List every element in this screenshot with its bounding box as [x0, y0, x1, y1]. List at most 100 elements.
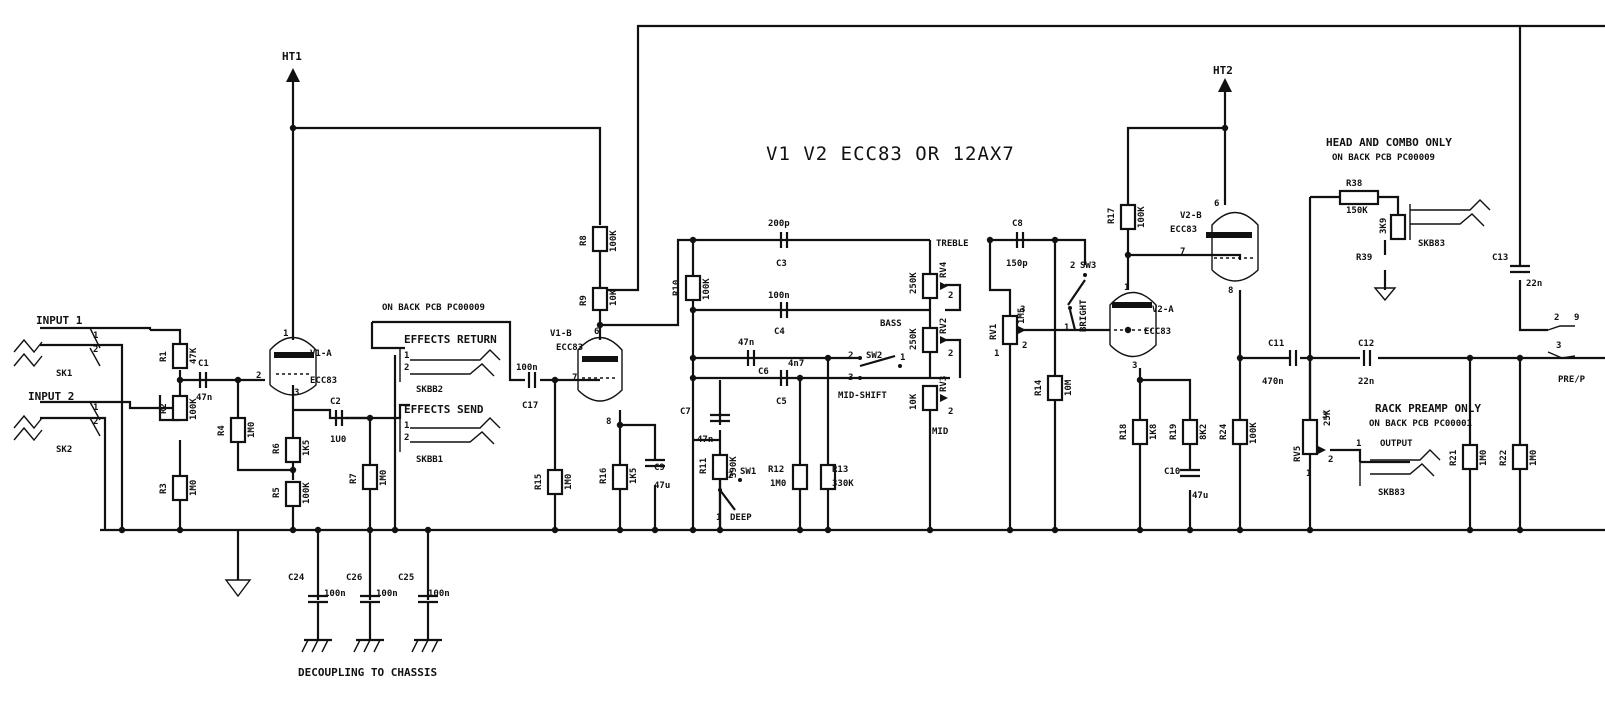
svg-text:470n: 470n — [1262, 377, 1284, 387]
resistor-r5 — [284, 480, 302, 508]
svg-text:C8: C8 — [1012, 219, 1023, 229]
svg-text:R12: R12 — [768, 465, 784, 475]
resistor-r19 — [1181, 418, 1199, 446]
svg-text:10K: 10K — [909, 393, 919, 410]
svg-text:2: 2 — [848, 351, 853, 361]
resistors: R1 47K R2 100K R3 1M0 R4 1M0 R5 100K R6 … — [159, 179, 1539, 508]
svg-text:47K: 47K — [189, 347, 199, 364]
svg-text:C26: C26 — [346, 573, 362, 583]
svg-text:R21: R21 — [1449, 450, 1459, 466]
svg-text:100K: 100K — [189, 398, 199, 420]
svg-text:1: 1 — [900, 353, 905, 363]
svg-text:1M0: 1M0 — [1479, 450, 1489, 466]
resistor-r22 — [1511, 443, 1529, 471]
svg-text:RV2: RV2 — [939, 318, 949, 334]
ground-symbol — [224, 530, 252, 598]
svg-text:22n: 22n — [1358, 377, 1374, 387]
svg-text:SW1: SW1 — [740, 467, 756, 477]
svg-text:22n: 22n — [1526, 279, 1542, 289]
output-label: OUTPUT — [1380, 439, 1413, 449]
pot-rv2-bass: BASS 250K RV2 2 — [880, 318, 953, 359]
svg-text:1: 1 — [1306, 469, 1311, 479]
svg-text:8K2: 8K2 — [1199, 424, 1209, 440]
svg-text:1M0: 1M0 — [770, 479, 786, 489]
svg-text:100n: 100n — [768, 291, 790, 301]
svg-text:R8: R8 — [579, 235, 589, 246]
svg-text:1: 1 — [404, 421, 409, 431]
svg-text:2: 2 — [1328, 455, 1333, 465]
svg-text:2: 2 — [728, 471, 733, 481]
svg-text:MID: MID — [932, 427, 949, 437]
svg-text:2: 2 — [1554, 313, 1559, 323]
svg-text:RV1: RV1 — [989, 324, 999, 340]
svg-text:R15: R15 — [534, 474, 544, 490]
svg-text:2: 2 — [93, 345, 98, 355]
resistor-r16 — [611, 463, 629, 491]
effects-return-label: EFFECTS RETURN — [404, 333, 497, 346]
svg-text:R18: R18 — [1119, 424, 1129, 440]
resistor-r24 — [1231, 418, 1249, 446]
pre-label: PRE/P — [1558, 375, 1586, 385]
note-head-combo: HEAD AND COMBO ONLY — [1326, 136, 1452, 149]
svg-text:7: 7 — [572, 373, 577, 383]
svg-text:3K9: 3K9 — [1379, 218, 1389, 234]
input-jack-1: INPUT 1 12 SK1 — [13, 314, 101, 379]
svg-text:100n: 100n — [376, 589, 398, 599]
svg-text:R5: R5 — [272, 487, 282, 498]
tube-v2a: V2-A ECC83 1 3 — [1109, 283, 1174, 371]
svg-text:C24: C24 — [288, 573, 305, 583]
svg-text:2: 2 — [256, 371, 261, 381]
pot-rv1: RV1 1M5 3 1 2 — [989, 305, 1027, 359]
svg-text:BASS: BASS — [880, 319, 902, 329]
effects-return-jack: EFFECTS RETURN 12 SKBB2 — [399, 333, 501, 395]
tube-v1a: 1 2 3 V1-A ECC83 — [256, 329, 337, 398]
svg-text:3: 3 — [1556, 341, 1561, 351]
svg-text:R17: R17 — [1107, 208, 1117, 224]
schematic-title: V1 V2 ECC83 OR 12AX7 — [766, 143, 1015, 165]
switch-sw1-deep: SW1 2 DEEP 1 — [716, 467, 756, 523]
note-decoupling: DECOUPLING TO CHASSIS — [298, 666, 437, 679]
svg-text:HT2: HT2 — [1213, 64, 1233, 77]
svg-text:C17: C17 — [522, 401, 538, 411]
svg-text:R7: R7 — [349, 473, 359, 484]
svg-text:1: 1 — [283, 329, 288, 339]
svg-text:1M0: 1M0 — [564, 474, 574, 490]
svg-text:6: 6 — [1214, 199, 1219, 209]
svg-text:BRIGHT: BRIGHT — [1079, 299, 1089, 332]
resistor-r8 — [591, 225, 609, 253]
resistor-r12 — [791, 463, 809, 491]
skb83-top-jack: SKB83 — [1409, 199, 1491, 249]
svg-text:100n: 100n — [324, 589, 346, 599]
svg-text:1: 1 — [994, 349, 999, 359]
svg-text:C4: C4 — [774, 327, 785, 337]
svg-text:47u: 47u — [1192, 491, 1208, 501]
svg-text:390K: 390K — [729, 456, 739, 478]
svg-text:1M0: 1M0 — [1529, 450, 1539, 466]
svg-text:2: 2 — [1070, 261, 1075, 271]
svg-text:3: 3 — [294, 388, 299, 398]
switch-sw3-bright: SW3 2 1 BRIGHT — [1064, 261, 1096, 333]
resistor-r18 — [1131, 418, 1149, 446]
resistor-r4 — [229, 416, 247, 444]
svg-text:R14: R14 — [1034, 379, 1044, 396]
svg-text:C11: C11 — [1268, 339, 1284, 349]
pre-power-terminal: 2 9 3 PRE/P — [1547, 313, 1586, 385]
svg-text:100K: 100K — [302, 482, 312, 504]
output-jack: OUTPUT 1 SKB83 — [1356, 439, 1441, 498]
svg-text:150p: 150p — [1006, 259, 1028, 269]
svg-text:R38: R38 — [1346, 179, 1362, 189]
svg-text:C25: C25 — [398, 573, 414, 583]
svg-text:1K5: 1K5 — [302, 440, 312, 456]
switch-sw2-mid-shift: SW2 2 3 1 MID-SHIFT — [838, 351, 905, 401]
svg-text:C12: C12 — [1358, 339, 1374, 349]
svg-text:2: 2 — [1022, 341, 1027, 351]
svg-text:R2: R2 — [159, 403, 169, 414]
svg-text:1M0: 1M0 — [379, 470, 389, 486]
note-head-combo-pcb: ON BACK PCB PC00009 — [1332, 153, 1435, 163]
svg-text:2: 2 — [93, 417, 98, 427]
svg-text:1M0: 1M0 — [189, 480, 199, 496]
svg-text:1M0: 1M0 — [247, 422, 257, 438]
ht2-bus — [1126, 126, 1225, 205]
svg-text:1: 1 — [1124, 283, 1129, 293]
resistor-r13 — [819, 463, 837, 491]
